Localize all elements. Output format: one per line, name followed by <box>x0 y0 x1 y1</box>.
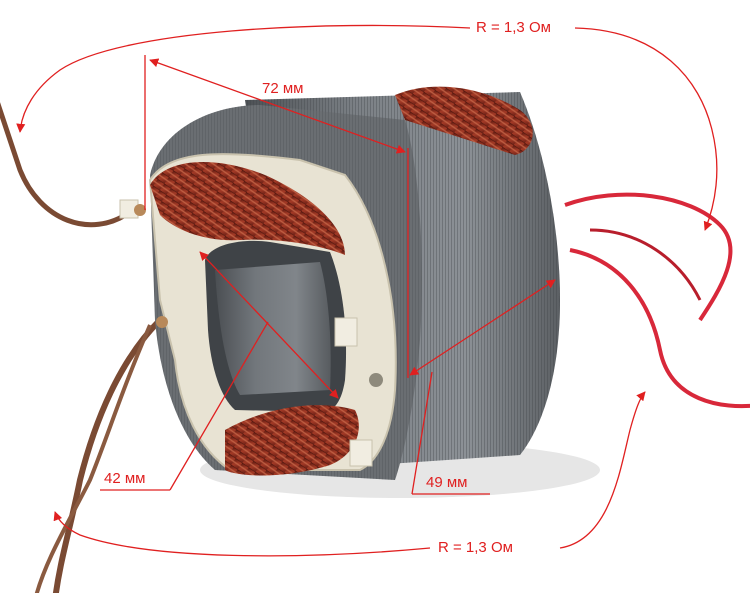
front-upper-coil <box>150 162 345 255</box>
resistance-top-arc-left <box>16 24 471 133</box>
stack-height-label: 49 мм <box>426 474 468 491</box>
resistance-bottom-arc-left <box>53 511 431 557</box>
resistance-top-arc-right <box>574 27 718 231</box>
terminal-top <box>134 204 146 216</box>
rear-coil <box>395 86 533 155</box>
resistance-bottom-arc-right <box>559 391 646 549</box>
dim-72-arrow <box>149 58 406 154</box>
red-lead-2 <box>569 248 750 409</box>
terminal-bottom <box>156 316 168 328</box>
inner-diameter-label: 42 мм <box>104 470 146 487</box>
resistance-bottom-label: R = 1,3 Ом <box>438 539 513 557</box>
red-lead-1 <box>564 192 733 322</box>
brown-lead-top <box>0 102 132 228</box>
mount-hole <box>369 373 383 387</box>
dim-42-arrow <box>199 251 339 399</box>
brown-lead-bottom <box>52 317 163 593</box>
dim-49-leader <box>411 371 433 495</box>
dim-49-arrow <box>409 279 556 376</box>
dim-42-leader <box>169 321 269 491</box>
length-72-label: 72 мм <box>262 80 304 97</box>
resistance-top-label: R = 1,3 Ом <box>476 19 551 37</box>
insulator-tab <box>334 317 358 347</box>
front-lower-coil <box>225 405 359 476</box>
annotation-layer <box>16 24 718 557</box>
